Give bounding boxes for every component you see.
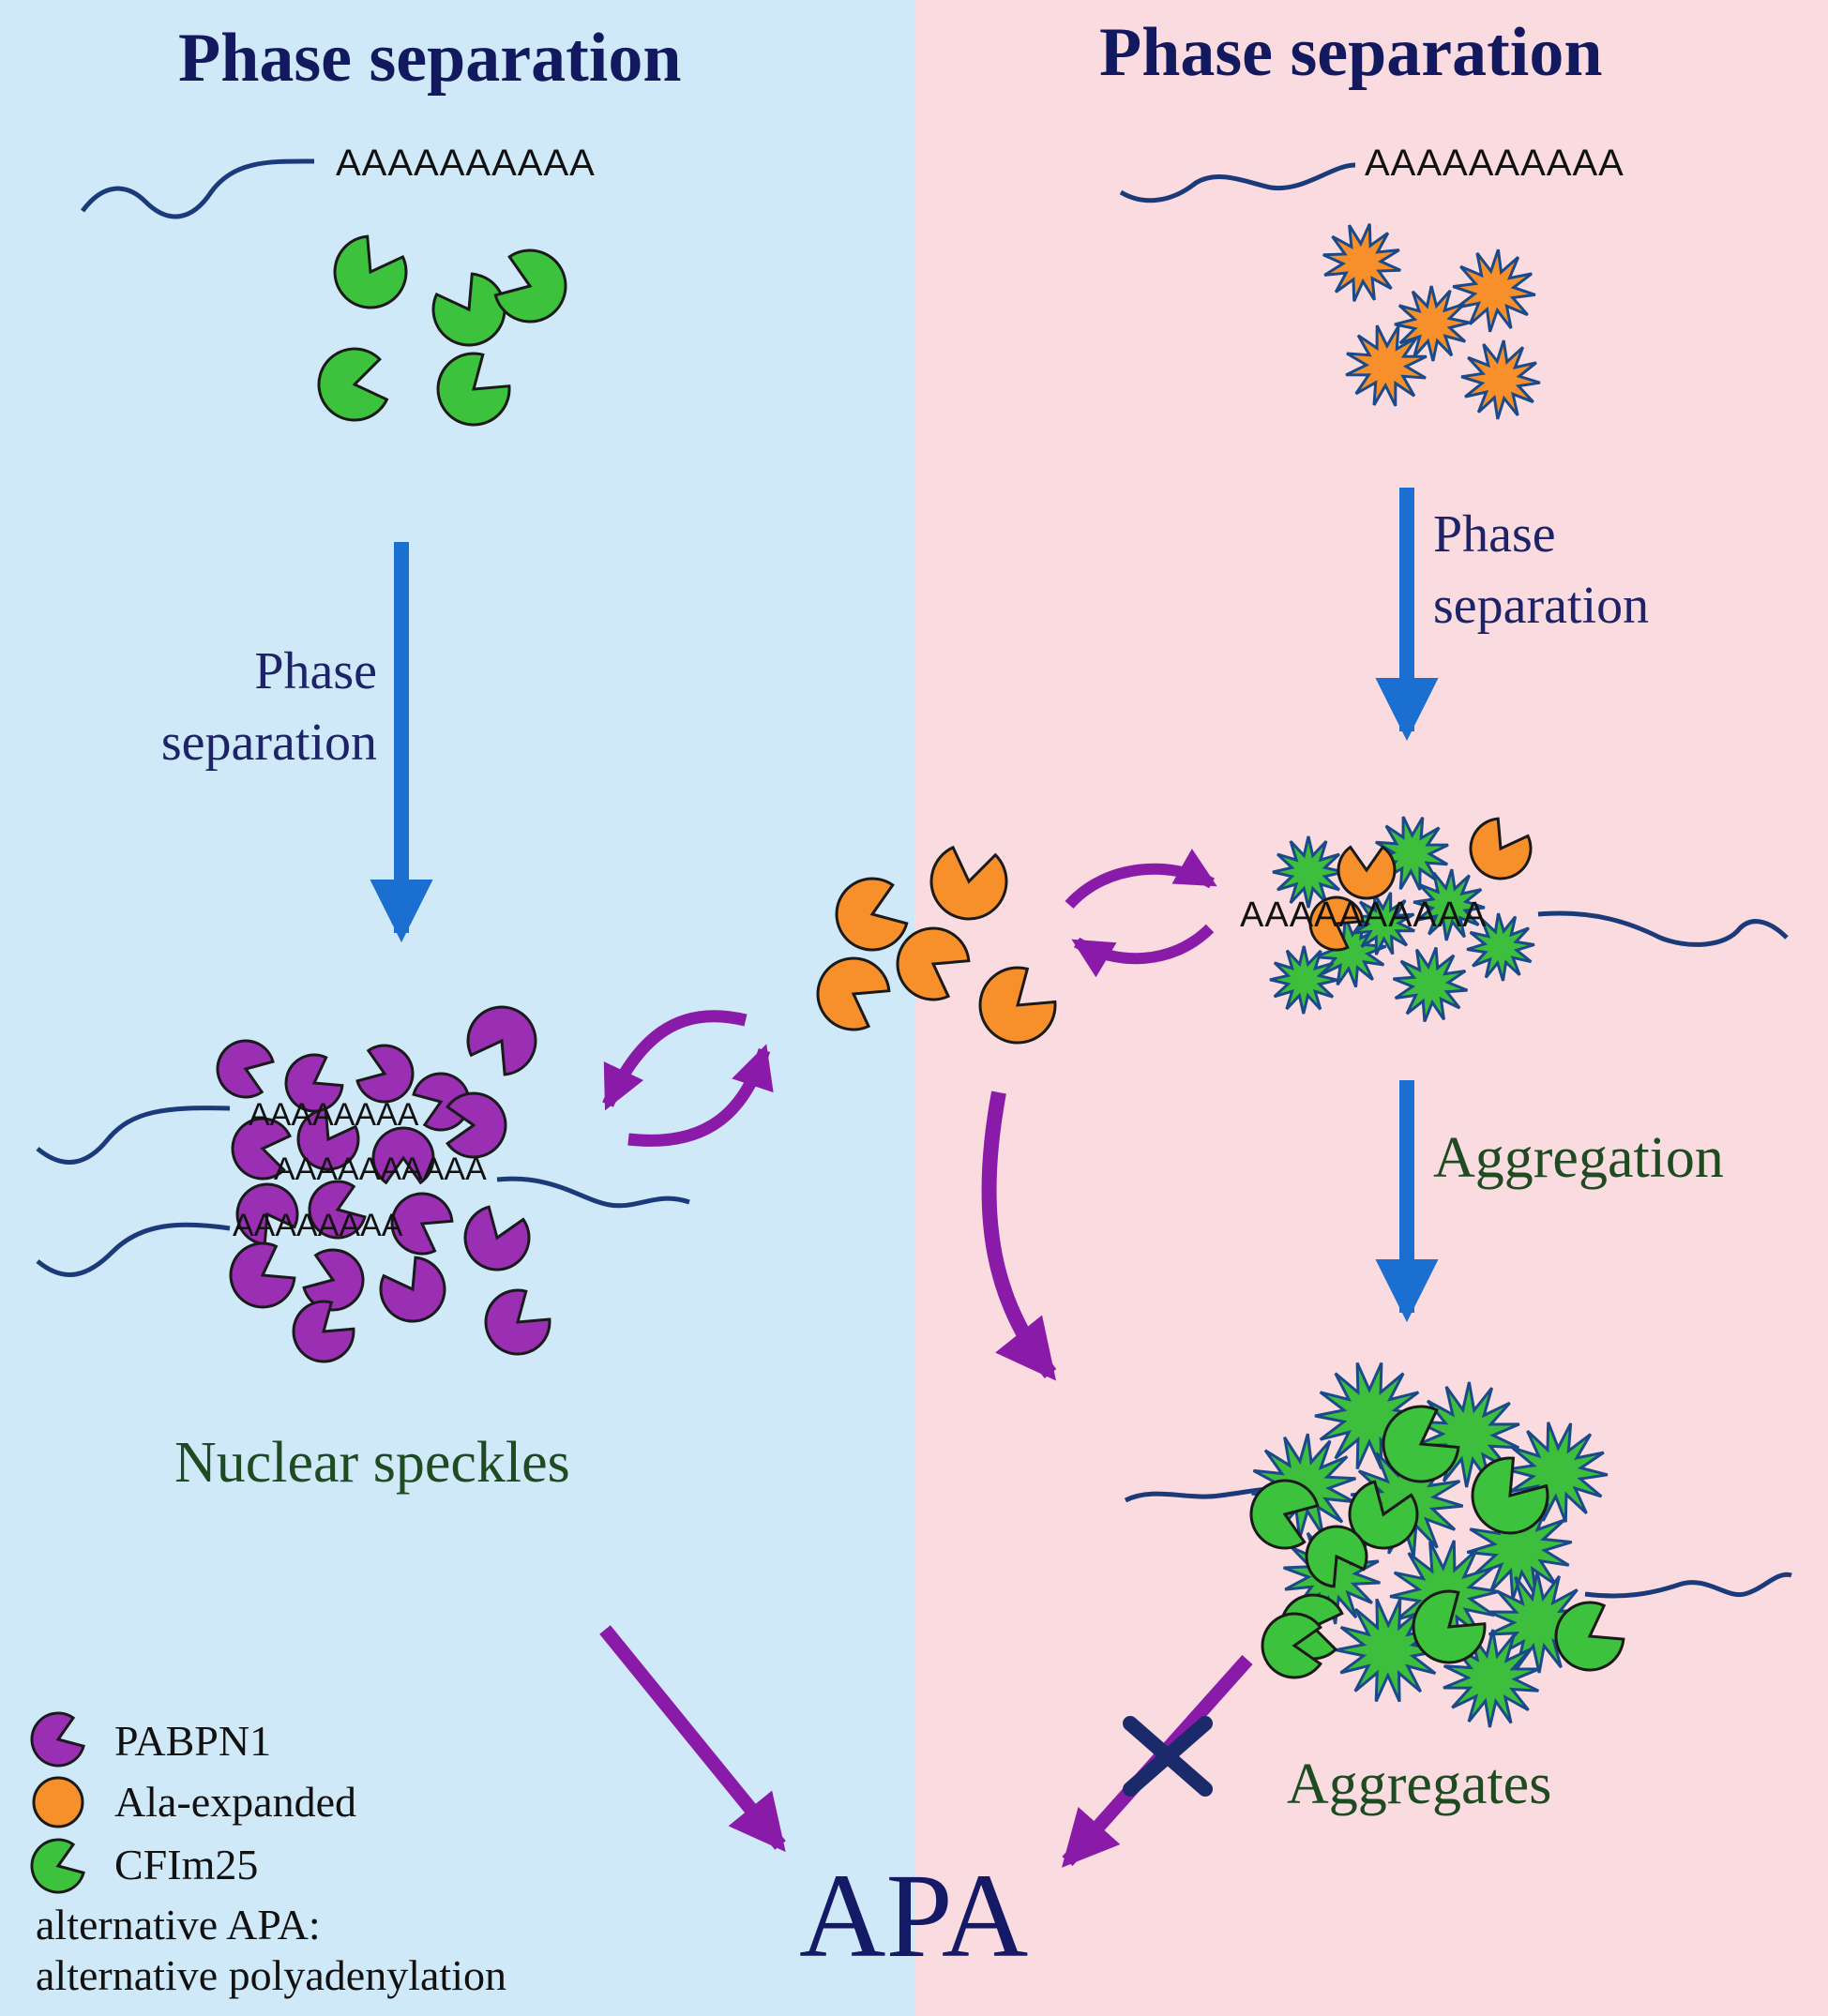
pabpn1-molecule xyxy=(390,1192,454,1256)
pabpn1-molecule xyxy=(463,1205,531,1271)
pabpn1-molecule xyxy=(308,1180,367,1240)
ala-expanded-molecule xyxy=(929,845,1008,921)
purple-arrow-speckles-to-apa xyxy=(599,1625,786,1852)
cfim25-molecule xyxy=(1412,1589,1487,1664)
speckle-sequence: AAAAAAAA xyxy=(249,1097,419,1133)
ala-expanded-star xyxy=(1394,285,1471,362)
aggregates-label: Aggregates xyxy=(1287,1753,1552,1816)
cfim25-star xyxy=(1352,892,1415,955)
cfim25-molecules xyxy=(317,234,567,427)
right-arrow-label: Phase separation xyxy=(1433,505,1650,635)
cfim25-molecule xyxy=(431,272,506,347)
pabpn1-molecule xyxy=(235,1182,299,1246)
ala-expanded-star xyxy=(1460,339,1541,420)
cfim25-molecule xyxy=(1382,1405,1460,1483)
pabpn1-molecule xyxy=(292,1300,355,1363)
cfim25-molecule xyxy=(493,248,567,323)
left-panel-title: Phase separation xyxy=(178,20,682,97)
pabpn1-molecule xyxy=(216,1039,275,1099)
cfim25-molecule xyxy=(1471,1456,1549,1535)
pabpn1-molecule xyxy=(231,1117,292,1181)
ala-expanded-molecule xyxy=(896,926,971,1001)
legend-note: alternative APA: alternative polyadenyla… xyxy=(36,1901,506,1999)
ala-expanded-molecule xyxy=(1469,817,1533,880)
pabpn1-molecule xyxy=(446,1091,507,1159)
left-arrow-label: Phase separation xyxy=(160,642,377,772)
pabpn1-molecule xyxy=(229,1241,296,1309)
speckle-sequence: AAAAAAAA xyxy=(233,1208,403,1243)
cfim25-molecule xyxy=(1305,1525,1368,1588)
rna-strand-left-top xyxy=(80,158,315,219)
cfim25-star xyxy=(1392,946,1469,1023)
aggregation-label: Aggregation xyxy=(1433,1126,1724,1190)
pabpn1-molecule xyxy=(284,1053,344,1113)
ala-expanded-star xyxy=(1345,324,1428,407)
pabpn1-molecule xyxy=(296,1107,360,1171)
pabpn1-legend-icon xyxy=(30,1711,85,1768)
purple-arrow-exchange-right-out xyxy=(1065,849,1217,910)
polya-sequence-right: AAAAAAAAAA xyxy=(1365,143,1624,184)
legend-label-ala-expanded: Ala-expanded xyxy=(114,1778,356,1826)
pabpn1-molecule xyxy=(355,1044,415,1104)
cfim25-legend-icon xyxy=(30,1838,85,1894)
legend-label-pabpn1: PABPN1 xyxy=(114,1717,272,1765)
pabpn1-molecule xyxy=(379,1256,446,1323)
right-panel-background xyxy=(914,0,1828,2016)
block-mark xyxy=(1123,1716,1213,1797)
ala-expanded-star xyxy=(1322,223,1401,302)
rna-strand-speckle-1 xyxy=(36,1106,231,1165)
aggregate-star xyxy=(1488,1571,1589,1674)
cfim25-molecule xyxy=(1554,1601,1625,1672)
cfim25-star xyxy=(1413,868,1486,941)
ala-expanded-molecule xyxy=(835,877,909,952)
ala-expanded-molecule xyxy=(978,966,1057,1045)
ala-expanded-molecule xyxy=(1337,845,1397,900)
ala-expanded-star xyxy=(1452,248,1536,333)
rna-strand-speckle-3 xyxy=(36,1222,231,1277)
cfim25-molecule xyxy=(333,234,408,309)
cfim25-star xyxy=(1466,912,1535,982)
ala-expanded-aggregating-molecules xyxy=(1322,223,1541,420)
rna-strand-speckle-2 xyxy=(496,1176,690,1209)
pabpn1-molecule xyxy=(412,1072,471,1132)
pabpn1-molecule xyxy=(466,1005,537,1076)
cfim25-molecule xyxy=(1249,1479,1320,1550)
legend-label-cfim25: CFIm25 xyxy=(114,1841,259,1888)
cfim25-molecule xyxy=(1261,1612,1322,1679)
cfim25-star xyxy=(1269,945,1338,1015)
cfim25-ala-complex xyxy=(1269,816,1535,1023)
ala-expanded-molecule xyxy=(816,956,891,1031)
pabpn1-molecule xyxy=(302,1248,365,1312)
purple-arrow-exchange-right-in xyxy=(1071,924,1215,978)
rna-strand-complex xyxy=(1537,910,1789,947)
purple-arrow-exchange-left-in xyxy=(602,1010,748,1111)
ala-expanded-molecule xyxy=(1308,895,1365,952)
nuclear-speckles-label: Nuclear speckles xyxy=(174,1431,570,1495)
cfim25-molecule xyxy=(436,352,511,427)
legend-icons xyxy=(30,1711,85,1894)
pabpn1-molecule xyxy=(371,1126,435,1185)
rna-strand-aggregate-right xyxy=(1584,1572,1792,1599)
cfim25-molecule xyxy=(1348,1480,1419,1550)
polya-sequence-left: AAAAAAAAAA xyxy=(336,143,596,184)
ala-expanded-pabpn1-molecules xyxy=(816,845,1057,1045)
apa-label: APA xyxy=(799,1849,1029,1982)
pabpn1-molecule xyxy=(484,1288,551,1356)
rna-strand-right-top xyxy=(1119,162,1356,203)
cfim25-molecule xyxy=(317,347,389,422)
purple-arrow-exchange-left-out xyxy=(627,1044,774,1147)
aggregates-cluster xyxy=(1249,1362,1625,1728)
complex-sequence: AAAAAAAAAA xyxy=(1240,895,1488,935)
speckle-sequence: AAAAAAAAAA xyxy=(274,1151,487,1187)
ala-expanded-legend-icon xyxy=(32,1776,84,1828)
right-panel-title: Phase separation xyxy=(1099,14,1603,91)
purple-arrow-to-aggregates xyxy=(981,1091,1057,1381)
aggregate-star xyxy=(1443,1629,1540,1728)
